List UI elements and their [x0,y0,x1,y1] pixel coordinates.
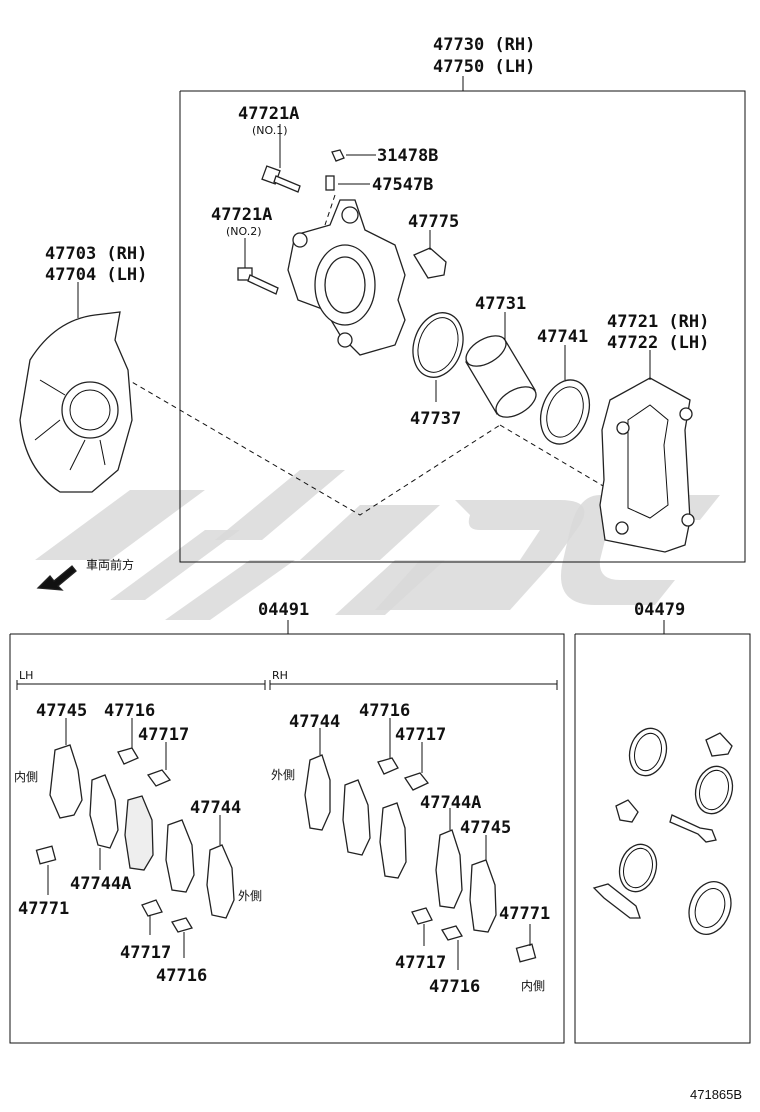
mounting-bracket-part [599,350,695,553]
rh-pad-inner-part [435,808,463,909]
rh-wear-indicator-label: 47771 [499,904,550,924]
lh-spring-bottom-label: 47717 [120,943,171,963]
assembly-dashed-lines [124,194,611,516]
diagram-code: 471865B [690,1087,742,1102]
lh-clip-bottom-part [171,917,193,958]
seal-kit-box [574,620,751,1044]
rh-pad-outer-label: 47744 [289,712,340,732]
lh-pad-outer-label: 47744 [190,798,241,818]
rh-clip-bottom-part [441,925,463,970]
caliper-assy-label-rh: 47730 (RH) [433,35,535,55]
rh-wear-indicator-part [515,924,537,963]
caliper-assy-box [179,76,746,563]
seal-kit-parts [592,727,734,935]
seal-kit-code: 04479 [634,600,685,620]
dust-cover-part [19,282,133,493]
lh-spring-top-part [146,742,172,787]
slide-boot-label: 47775 [408,212,459,232]
piston-part [465,312,537,418]
piston-boot-part [539,345,591,445]
pad-kit-code: 04491 [258,600,309,620]
lh-wear-indicator-label: 47771 [18,899,69,919]
lh-anti-squeal-shim-part [49,718,83,819]
lh-spring-top-label: 47717 [138,725,189,745]
rh-anti-squeal-label: 47745 [460,818,511,838]
lh-outer-side-label: 外側 [238,889,262,903]
piston-label: 47731 [475,294,526,314]
lh-anti-squeal-label: 47745 [36,701,87,721]
lh-inner-side-label: 内側 [14,770,38,784]
mounting-lh-label: 47722 (LH) [607,333,709,353]
pad-kit-box [9,620,565,1044]
bolt-no1-label: 47721A [238,104,299,124]
piston-seal-ring-part [412,312,464,402]
watermark-logo [35,470,720,620]
mounting-rh-label: 47721 (RH) [607,312,709,332]
lh-pad-inner-part [89,774,154,871]
pad-kit-lh-label: LH [19,669,33,682]
bleeder-cap-label: 31478B [377,146,438,166]
rh-spring-bottom-label: 47717 [395,953,446,973]
rh-spring-top-part [403,742,430,791]
cover-rh-label: 47703 (RH) [45,244,147,264]
rh-outer-side-label: 外側 [271,768,295,782]
front-direction-label: 車両前方 [86,557,134,572]
rh-pad-pair-part [342,779,407,879]
cover-lh-label: 47704 (LH) [45,265,147,285]
rh-spring-bottom-part [411,907,433,946]
lh-clip-top-label: 47716 [104,701,155,721]
bolt-no2-part [237,238,279,295]
rh-clip-bottom-label: 47716 [429,977,480,997]
caliper-assy-label-lh: 47750 (LH) [433,57,535,77]
rh-clip-top-label: 47716 [359,701,410,721]
bleeder-plug-label: 47547B [372,175,433,195]
rh-anti-squeal-shim-part [469,835,497,933]
pad-kit-rh-label: RH [272,669,288,682]
lh-spring-bottom-part [141,899,163,935]
slide-boot-part [413,230,447,279]
lh-wear-indicator-part [35,845,57,895]
rh-pad-inner-label: 47744A [420,793,481,813]
piston-boot-label: 47741 [537,327,588,347]
rh-pad-outer-part [304,728,331,831]
lh-pad-outer-part [165,815,235,919]
bleeder-plug-part [325,175,370,191]
rh-clip-top-part [377,718,399,775]
bolt-no2-note: (NO.2) [226,225,262,238]
caliper-body-part [287,199,406,356]
piston-seal-ring-label: 47737 [410,409,461,429]
front-direction-arrow [36,565,77,591]
bolt-no2-label: 47721A [211,205,272,225]
bleeder-cap-part [331,149,376,162]
bolt-no1-part [261,124,301,193]
lh-clip-bottom-label: 47716 [156,966,207,986]
bolt-no1-note: (NO.1) [252,124,288,137]
lh-clip-top-part [117,718,139,765]
rh-inner-side-label: 内側 [521,979,545,993]
rh-spring-top-label: 47717 [395,725,446,745]
lh-pad-inner-label: 47744A [70,874,131,894]
